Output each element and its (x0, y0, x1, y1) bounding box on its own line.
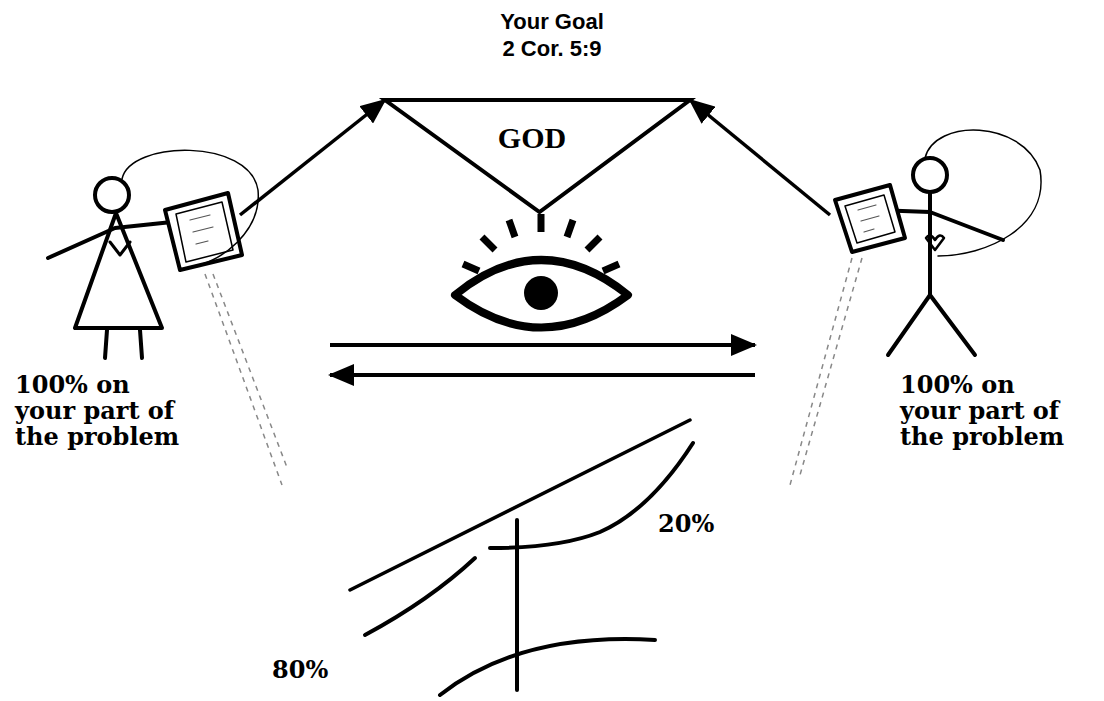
woman-arms (48, 222, 172, 258)
percent-label: 80% (272, 656, 328, 684)
left-path (365, 558, 475, 635)
node-text: 100% on your part of the problem (15, 372, 187, 450)
cross-post (515, 520, 519, 690)
eye-outline (455, 260, 628, 328)
woman-scribble-trail (205, 274, 288, 485)
arrow-connector (690, 100, 830, 215)
arrow-connector (330, 373, 755, 377)
man-lasso (925, 130, 1041, 256)
eye-pupil (524, 276, 558, 310)
node-text: GOD (385, 122, 679, 154)
woman-head (95, 178, 129, 212)
triangle-outline (385, 100, 690, 212)
percent-label: 20% (658, 510, 714, 538)
man-book (835, 185, 905, 252)
lower-path (440, 639, 655, 695)
person-figure: 100% on your part of the problem (755, 215, 1095, 450)
woman-lasso (122, 150, 258, 268)
goal-triangle: GOD (385, 100, 690, 212)
man-book-page (845, 195, 895, 243)
man-head (913, 158, 947, 192)
book-scribble (858, 205, 879, 232)
person-figure: 100% on your part of the problem (10, 215, 330, 450)
man-legs (888, 295, 975, 355)
eye-lashes (463, 214, 619, 271)
arrow-connector (240, 100, 385, 215)
diagram-title: Your Goal 2 Cor. 5:9 (496, 8, 608, 62)
woman-legs (105, 330, 142, 358)
woman-book (165, 193, 242, 270)
book-scribble (190, 215, 213, 244)
man-heart (926, 235, 944, 250)
woman-dress (75, 213, 162, 328)
node-text: 100% on your part of the problem (900, 372, 1072, 450)
triangle-outline (385, 100, 690, 212)
arrow-connector (330, 343, 755, 347)
man-scribble-trail (790, 258, 862, 485)
woman-heart (110, 242, 130, 255)
